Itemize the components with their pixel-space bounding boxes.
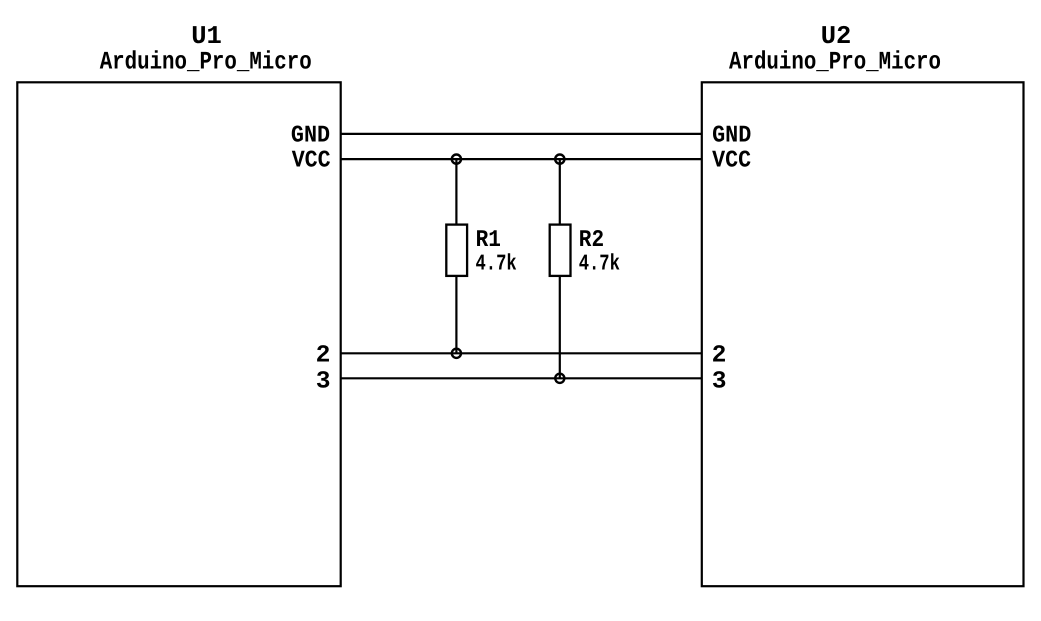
svg-text:GND: GND [712, 123, 751, 150]
svg-text:4.7k: 4.7k [579, 251, 620, 277]
svg-text:U2: U2 [821, 22, 852, 51]
svg-text:3: 3 [712, 369, 727, 396]
svg-text:VCC: VCC [292, 148, 331, 175]
svg-text:3: 3 [316, 369, 331, 396]
svg-text:2: 2 [316, 342, 331, 369]
svg-text:2: 2 [712, 342, 727, 369]
svg-text:R2: R2 [579, 227, 604, 254]
svg-text:4.7k: 4.7k [476, 251, 517, 277]
svg-text:R1: R1 [476, 227, 501, 254]
svg-text:Arduino_Pro_Micro: Arduino_Pro_Micro [729, 47, 941, 76]
svg-text:U1: U1 [191, 22, 222, 51]
svg-text:Arduino_Pro_Micro: Arduino_Pro_Micro [100, 47, 312, 76]
svg-text:GND: GND [291, 123, 330, 150]
svg-text:VCC: VCC [712, 148, 751, 175]
